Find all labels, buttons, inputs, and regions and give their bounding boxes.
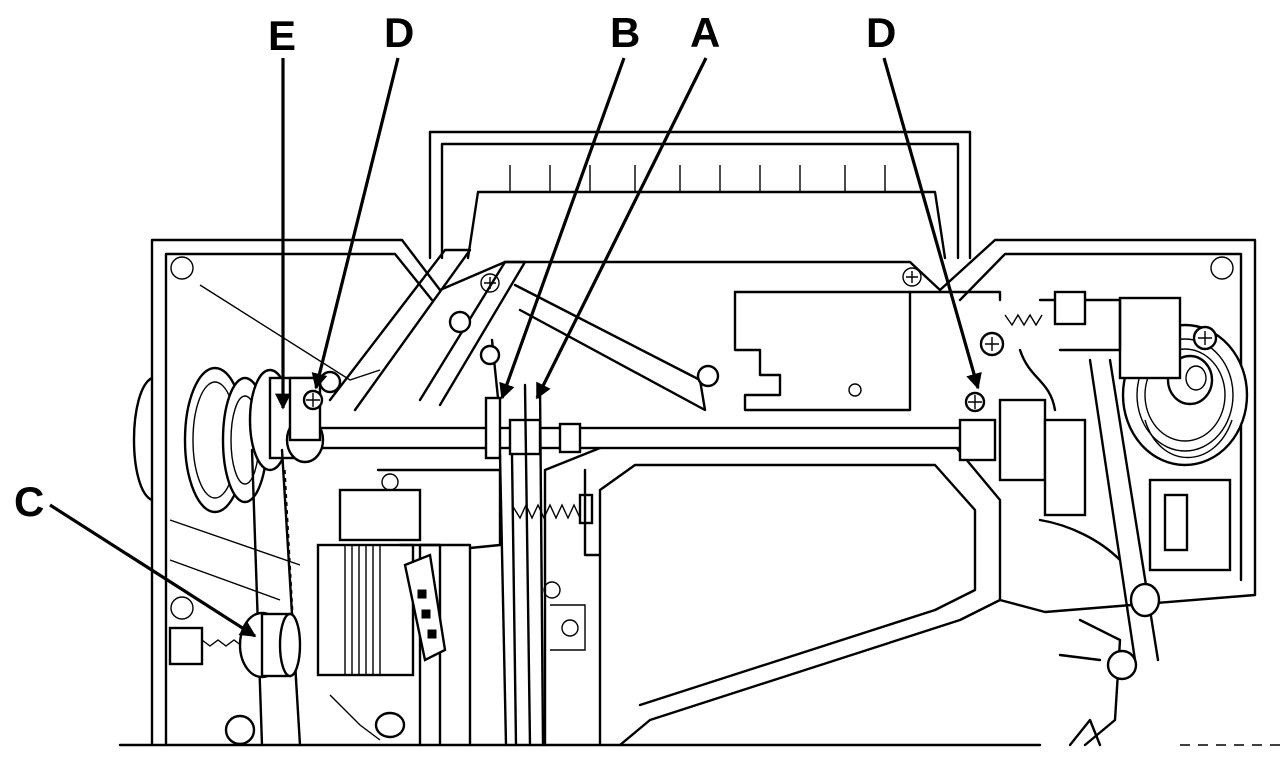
callout-e: E (268, 12, 296, 59)
handwheel (132, 366, 269, 514)
top-cover-plate (428, 130, 972, 260)
needle-bar-mechanism (979, 290, 1232, 747)
belt-pulley (248, 368, 325, 747)
callout-a: A (690, 9, 720, 56)
leader-b (499, 57, 626, 400)
callout-d-left: D (384, 9, 414, 56)
leader-c (49, 503, 257, 638)
leader-d-left (311, 57, 400, 390)
control-board (403, 543, 472, 747)
motor-assembly (224, 468, 502, 747)
internal-frame (318, 248, 1002, 412)
machine-housing (150, 238, 1257, 747)
screw-d-right (958, 391, 997, 462)
adjustment-screw (168, 611, 302, 679)
lever-assembly (479, 338, 602, 747)
screw-d-left (302, 389, 324, 411)
callout-c: C (14, 478, 44, 525)
callout-d-right: D (866, 9, 896, 56)
leader-d-right (882, 57, 982, 390)
callout-b: B (610, 9, 640, 56)
leader-a (535, 57, 708, 400)
upper-shaft (318, 418, 987, 456)
free-arm-opening (543, 438, 1002, 747)
